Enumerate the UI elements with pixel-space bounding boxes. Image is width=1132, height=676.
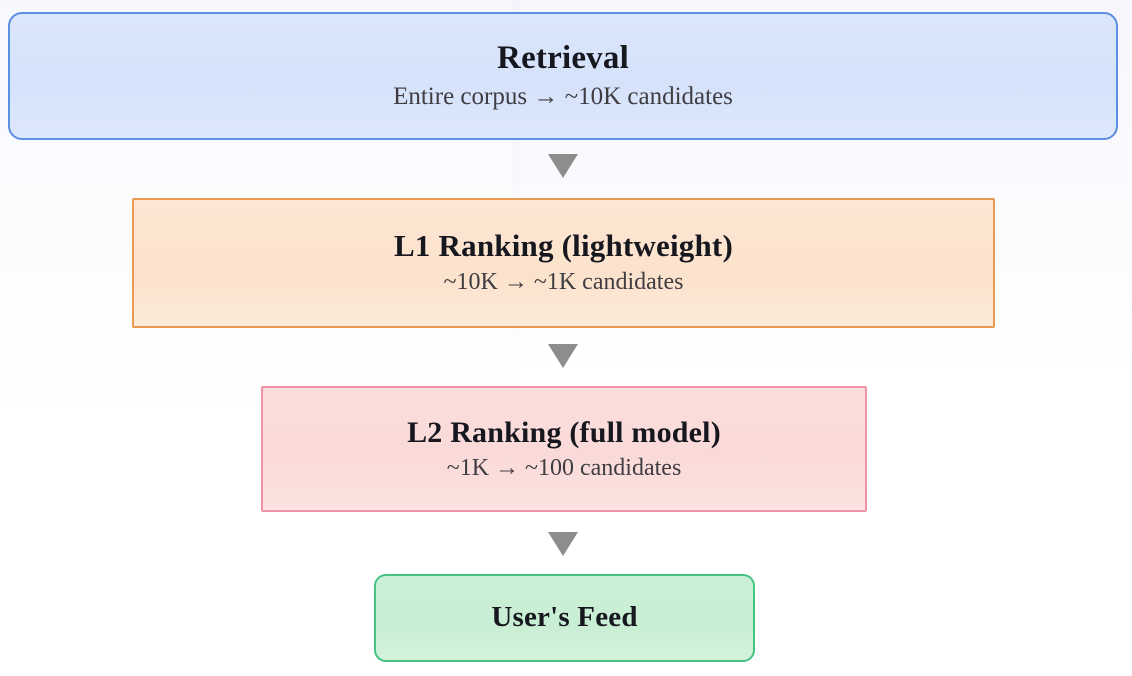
node-l2-ranking-title: L2 Ranking (full model)	[407, 415, 721, 449]
node-users-feed-title: User's Feed	[491, 601, 638, 634]
down-triangle-icon	[548, 154, 578, 178]
node-retrieval-title: Retrieval	[497, 40, 629, 77]
node-l1-ranking-title: L1 Ranking (lightweight)	[394, 228, 733, 264]
down-triangle-icon	[548, 344, 578, 368]
node-l2-ranking[interactable]: L2 Ranking (full model) ~1K → ~100 candi…	[261, 386, 867, 512]
node-l2-ranking-subtitle: ~1K → ~100 candidates	[446, 454, 682, 481]
down-triangle-icon	[548, 532, 578, 556]
node-l1-ranking[interactable]: L1 Ranking (lightweight) ~10K → ~1K cand…	[132, 198, 995, 328]
node-retrieval[interactable]: Retrieval Entire corpus → ~10K candidate…	[8, 12, 1118, 140]
node-retrieval-subtitle: Entire corpus → ~10K candidates	[393, 82, 733, 110]
node-users-feed[interactable]: User's Feed	[374, 574, 755, 662]
node-l1-ranking-subtitle: ~10K → ~1K candidates	[443, 269, 684, 296]
